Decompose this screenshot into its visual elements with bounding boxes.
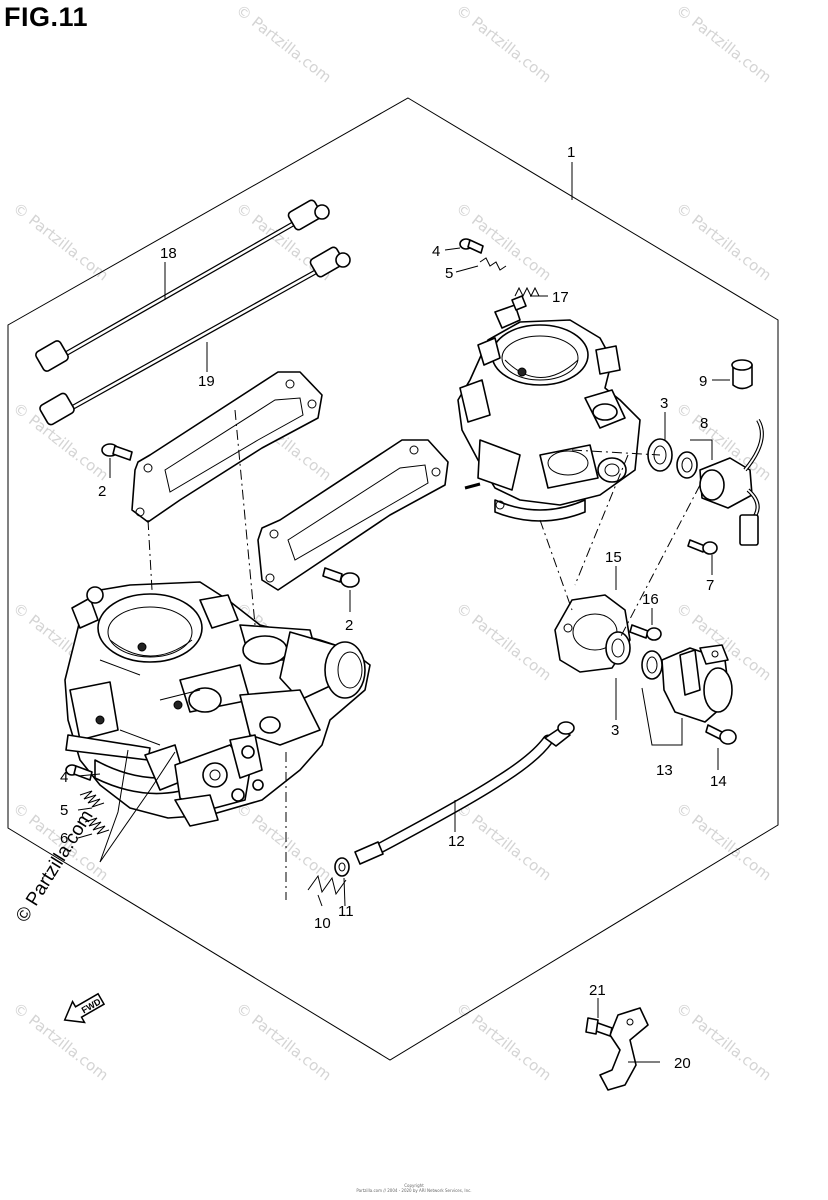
screw-4-lower: [65, 764, 93, 781]
o-ring-8: [676, 451, 698, 479]
footer-line-1: Copyright: [404, 1183, 424, 1188]
watermark: © Partzilla.com: [453, 599, 555, 684]
callout-3: 3: [611, 722, 619, 739]
callout-13: 13: [656, 762, 673, 779]
watermark: © Partzilla.com: [453, 799, 555, 884]
callout-10: 10: [314, 915, 331, 932]
callout-2: 2: [345, 617, 353, 634]
callout-4: 4: [60, 769, 68, 786]
callout-6: 6: [60, 830, 68, 847]
watermark-grid: © Partzilla.com © Partzilla.com © Partzi…: [10, 1, 775, 1084]
callout-3: 3: [660, 395, 668, 412]
callout-4: 4: [432, 243, 440, 260]
watermark: © Partzilla.com: [233, 1, 335, 86]
figure-title: FIG.11: [4, 2, 89, 32]
callout-21: 21: [589, 982, 606, 999]
bolt-21: [585, 1017, 613, 1037]
callout-1: 1: [567, 144, 575, 161]
copyright-footer: Copyright Partzilla.com // 2004 - 2020 b…: [0, 1183, 828, 1193]
callout-17: 17: [552, 289, 569, 306]
callout-labels: 1 18 19 2 2 4 5 17 9 3 8 7 15 16 3 13 14…: [60, 144, 727, 1072]
callout-7: 7: [706, 577, 714, 594]
callout-18: 18: [160, 245, 177, 262]
watermark: © Partzilla.com: [453, 999, 555, 1084]
screw-4-upper: [459, 238, 484, 254]
mounting-bracket-upper: [131, 371, 323, 523]
callout-15: 15: [605, 549, 622, 566]
footer-line-2: Partzilla.com // 2004 - 2020 by ARI Netw…: [356, 1188, 472, 1193]
callout-8: 8: [700, 415, 708, 432]
watermark: © Partzilla.com: [673, 1, 775, 86]
throttle-cable-19: [39, 246, 351, 426]
callout-14: 14: [710, 773, 727, 790]
cap-9: [731, 359, 753, 390]
mounting-bracket-lower: [257, 439, 449, 591]
watermark: © Partzilla.com: [233, 999, 335, 1084]
callout-5: 5: [60, 802, 68, 819]
bracket-20: [599, 1007, 649, 1091]
screw-16: [629, 624, 662, 641]
callout-19: 19: [198, 373, 215, 390]
watermark: © Partzilla.com: [233, 799, 335, 884]
leader-lines: [77, 162, 730, 1063]
callout-20: 20: [674, 1055, 691, 1072]
alignment-lines: [147, 409, 701, 900]
screw-14: [705, 724, 737, 745]
washer-11: [334, 857, 350, 877]
hose-12: [354, 721, 575, 865]
spring-10: [307, 874, 347, 896]
spring-17: [514, 286, 540, 298]
callout-11: 11: [338, 903, 354, 920]
watermark: © Partzilla.com: [10, 999, 112, 1084]
assembly-boundary: [7, 97, 779, 1061]
sensor-13: [661, 644, 733, 723]
throttle-body-lower: [64, 581, 371, 827]
watermark: © Partzilla.com: [10, 199, 112, 284]
sensor-8: [699, 418, 764, 546]
callout-2: 2: [98, 483, 106, 500]
screw-2-lower: [322, 567, 360, 588]
screw-2-upper: [101, 443, 133, 461]
watermark: © Partzilla.com: [673, 799, 775, 884]
spring-5-upper: [479, 257, 507, 271]
callout-16: 16: [642, 591, 659, 608]
watermark: © Partzilla.com: [453, 1, 555, 86]
watermark: © Partzilla.com: [673, 199, 775, 284]
callout-5: 5: [445, 265, 453, 282]
forward-arrow-icon: FWD: [63, 992, 106, 1024]
spring-5-lower: [79, 790, 105, 808]
throttle-body-upper: [457, 295, 641, 522]
callout-9: 9: [699, 373, 707, 390]
spring-6: [84, 817, 110, 835]
callout-12: 12: [448, 833, 465, 850]
o-ring-3-lower: [605, 631, 631, 665]
o-ring-13: [641, 650, 663, 680]
screw-7: [687, 539, 718, 555]
throttle-cable-18: [35, 199, 330, 372]
